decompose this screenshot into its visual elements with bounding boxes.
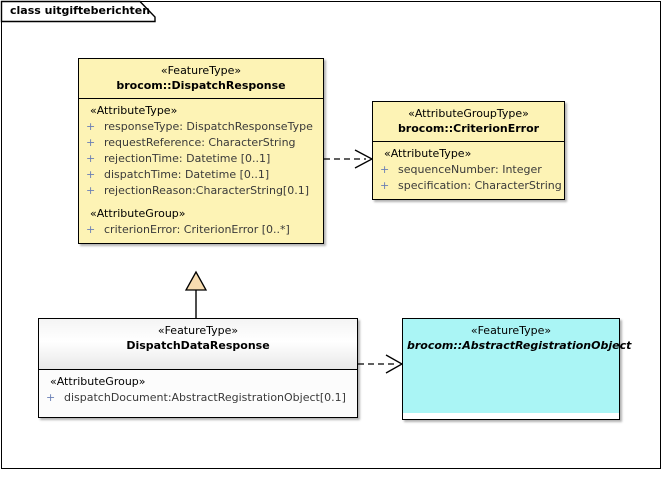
class-box-abstract-registration-object[interactable]: «FeatureType» brocom::AbstractRegistrati… xyxy=(402,318,632,420)
diagram-frame-tab xyxy=(0,0,156,23)
attribute-text: dispatchDocument:AbstractRegistrationObj… xyxy=(64,391,346,404)
compartment-attribute-type: «AttributeType» + sequenceNumber: Integer… xyxy=(373,141,564,199)
attribute-text: specification: CharacterString xyxy=(398,179,562,192)
class-name: brocom::CriterionError xyxy=(397,122,540,135)
class-box-criterion-error[interactable]: «AttributeGroupType» brocom::CriterionEr… xyxy=(372,101,565,200)
attribute-row[interactable]: + specification: CharacterString xyxy=(376,178,562,194)
compartment-attribute-group: «AttributeGroup» + criterionError: Criter… xyxy=(79,204,323,243)
class-name: brocom::AbstractRegistrationObject xyxy=(407,339,632,352)
attribute-text: dispatchTime: Datetime [0..1] xyxy=(104,168,270,181)
class-header-abstract-registration-object: «FeatureType» brocom::AbstractRegistrati… xyxy=(403,319,632,358)
visibility-marker: + xyxy=(46,391,56,404)
attribute-text: requestReference: CharacterString xyxy=(104,136,296,149)
visibility-marker: + xyxy=(86,184,96,197)
compartment-attribute-group: «AttributeGroup» + dispatchDocument:Abstr… xyxy=(39,369,357,417)
attribute-text: sequenceNumber: Integer xyxy=(398,163,542,176)
visibility-marker: + xyxy=(380,163,390,176)
class-stereotype: «FeatureType» xyxy=(157,324,239,337)
class-stereotype: «FeatureType» xyxy=(160,64,242,77)
attribute-text: responseType: DispatchResponseType xyxy=(104,120,313,133)
compartment-label: «AttributeType» xyxy=(384,147,472,160)
attribute-row[interactable]: + criterionError: CriterionError [0..*] xyxy=(82,222,320,238)
visibility-marker: + xyxy=(380,179,390,192)
attribute-row[interactable]: + requestReference: CharacterString xyxy=(82,135,320,151)
attribute-text: rejectionReason:CharacterString[0.1] xyxy=(104,184,309,197)
attribute-text: criterionError: CriterionError [0..*] xyxy=(104,223,290,236)
visibility-marker: + xyxy=(86,152,96,165)
compartment-label: «AttributeGroup» xyxy=(50,375,146,388)
attribute-row[interactable]: + dispatchDocument:AbstractRegistrationOb… xyxy=(42,390,354,406)
attribute-row[interactable]: + responseType: DispatchResponseType xyxy=(82,119,320,135)
class-header-criterion-error: «AttributeGroupType» brocom::CriterionEr… xyxy=(373,102,564,141)
diagram-frame xyxy=(1,1,661,469)
class-header-dispatch-response: «FeatureType» brocom::DispatchResponse xyxy=(79,59,323,98)
attribute-row[interactable]: + rejectionReason:CharacterString[0.1] xyxy=(82,183,320,199)
compartment-label: «AttributeType» xyxy=(90,104,178,117)
visibility-marker: + xyxy=(86,120,96,133)
class-name: DispatchDataResponse xyxy=(126,339,270,352)
compartment-label: «AttributeGroup» xyxy=(90,207,186,220)
class-stereotype: «FeatureType» xyxy=(470,324,552,337)
class-name: brocom::DispatchResponse xyxy=(116,79,286,92)
class-stereotype: «AttributeGroupType» xyxy=(408,107,529,120)
attribute-text: rejectionTime: Datetime [0..1] xyxy=(104,152,271,165)
attribute-row[interactable]: + dispatchTime: Datetime [0..1] xyxy=(82,167,320,183)
class-body-empty xyxy=(403,358,619,413)
attribute-row[interactable]: + rejectionTime: Datetime [0..1] xyxy=(82,151,320,167)
attribute-row[interactable]: + sequenceNumber: Integer xyxy=(376,162,561,178)
class-header-dispatch-data-response: «FeatureType» DispatchDataResponse xyxy=(39,319,357,369)
class-box-dispatch-response[interactable]: «FeatureType» brocom::DispatchResponse «… xyxy=(78,58,324,244)
visibility-marker: + xyxy=(86,223,96,236)
diagram-title: class uitgifteberichten xyxy=(10,4,151,17)
visibility-marker: + xyxy=(86,168,96,181)
class-box-dispatch-data-response[interactable]: «FeatureType» DispatchDataResponse «Attr… xyxy=(38,318,358,418)
compartment-attribute-type: «AttributeType» + responseType: DispatchR… xyxy=(79,98,323,204)
visibility-marker: + xyxy=(86,136,96,149)
